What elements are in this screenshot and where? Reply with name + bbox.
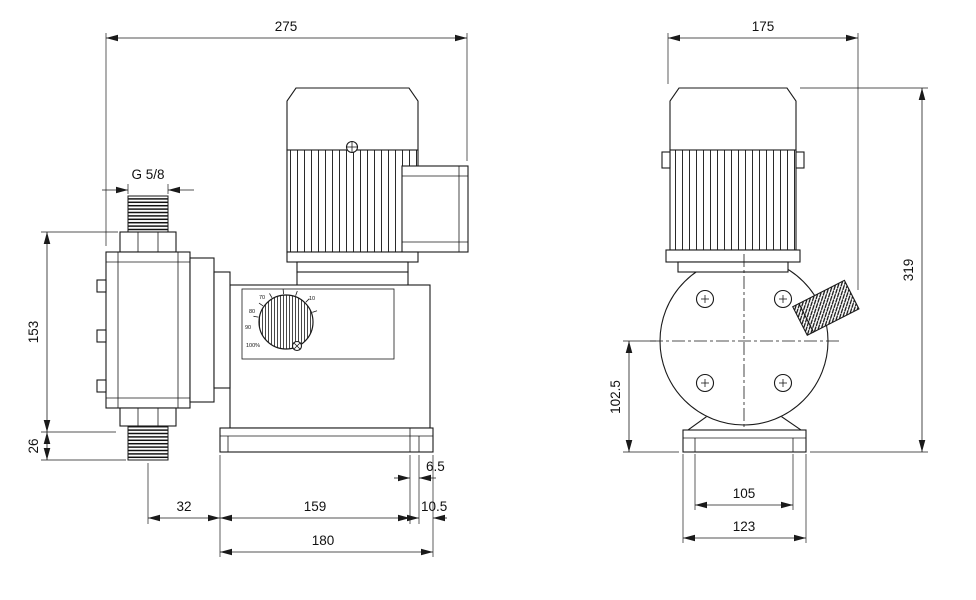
dim-label-26: 26 <box>26 438 41 453</box>
dim-label-275: 275 <box>275 19 298 34</box>
head-bolt <box>96 279 107 293</box>
dial-label: 80 <box>249 309 255 315</box>
dim-height-319: 319 <box>800 87 928 453</box>
dim-label-180: 180 <box>312 533 335 548</box>
housing-bolts <box>695 289 793 393</box>
dim-label-32: 32 <box>176 499 191 514</box>
dim-base-180: 180 <box>220 455 434 557</box>
dimensions-front: 175 319 102.5 105 123 <box>608 19 928 543</box>
motor-front <box>661 87 805 273</box>
dial-label: 100% <box>246 343 260 349</box>
dim-height-153: 153 <box>26 231 118 433</box>
dim-label-175: 175 <box>752 19 775 34</box>
dim-label-thread: G 5/8 <box>131 167 164 182</box>
dim-label-319: 319 <box>901 259 916 282</box>
dim-seg-6-5: 6.5 <box>394 455 445 524</box>
dim-label-153: 153 <box>26 321 41 344</box>
dim-seg-10-5: 10.5 <box>404 499 447 522</box>
dim-thread: G 5/8 <box>102 167 194 194</box>
dim-height-102-5: 102.5 <box>608 340 679 453</box>
dial-label: 90 <box>245 325 251 331</box>
front-view <box>650 87 860 453</box>
dim-seg-159: 159 <box>220 455 411 524</box>
side-view: 70 80 90 100% 10 <box>96 87 469 461</box>
dial-label: 70 <box>259 295 265 301</box>
gearbox <box>229 284 431 429</box>
dim-offset-26: 26 <box>26 432 126 461</box>
threaded-connector <box>791 279 860 336</box>
dim-width-175: 175 <box>667 19 859 290</box>
head-bolt <box>96 379 107 393</box>
centerlines <box>650 254 840 448</box>
dial-label: 10 <box>309 296 315 302</box>
dim-seg-32: 32 <box>147 455 221 557</box>
dimensions-side: 275 G 5/8 153 26 32 15 <box>26 19 468 557</box>
dim-label-159: 159 <box>304 499 327 514</box>
bolt-icon <box>695 373 715 393</box>
head-bolt <box>96 329 107 343</box>
motor-side <box>286 87 419 253</box>
dim-label-6-5: 6.5 <box>426 459 445 474</box>
motor-flange-side <box>286 251 419 286</box>
dim-feet-105: 105 <box>694 454 794 510</box>
dim-base-123: 123 <box>682 454 807 543</box>
bolt-icon <box>695 289 715 309</box>
motor-screw-icon <box>345 140 359 154</box>
dim-width-total: 275 <box>105 19 468 246</box>
base-side <box>219 427 434 453</box>
dim-label-123: 123 <box>733 519 756 534</box>
terminal-box <box>401 165 469 253</box>
control-dial: 70 80 90 100% 10 <box>245 289 318 352</box>
bolt-icon <box>773 373 793 393</box>
bolt-icon <box>773 289 793 309</box>
dim-label-102-5: 102.5 <box>608 380 623 414</box>
dim-label-10-5: 10.5 <box>421 499 447 514</box>
dim-label-105: 105 <box>733 486 756 501</box>
dial-screw-icon <box>291 340 303 352</box>
dosing-head <box>96 195 231 461</box>
base-front <box>682 416 807 453</box>
